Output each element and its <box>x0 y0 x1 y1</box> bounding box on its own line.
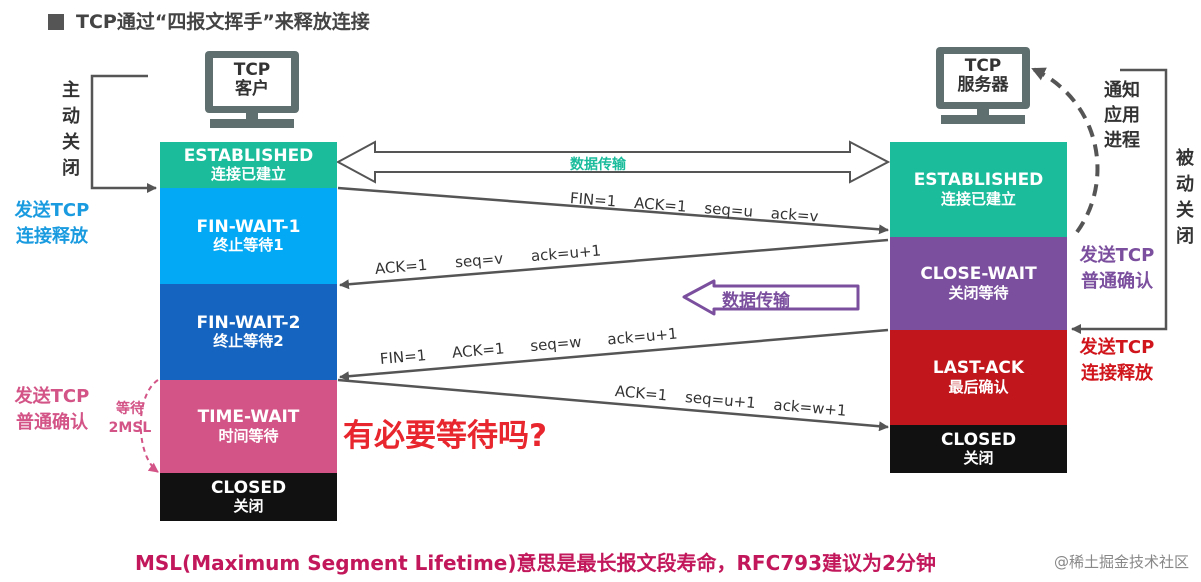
footer-note: MSL(Maximum Segment Lifetime)意思是最长报文段寿命，… <box>135 551 936 575</box>
passive-close-label: 被 动 关 闭 <box>1176 148 1194 248</box>
data-transfer-double-arrow <box>335 140 891 184</box>
notify-app-arrow <box>1031 67 1100 234</box>
client-state-established: ESTABLISHED 连接已建立 <box>160 142 337 188</box>
server-monitor-icon <box>936 47 1030 124</box>
fin2-arrow <box>339 328 889 382</box>
fin1-arrow <box>337 186 889 235</box>
server-state-closed: CLOSED 关闭 <box>890 425 1067 473</box>
active-close-label: 主 动 关 闭 <box>62 80 80 180</box>
server-send-ack-note: 发送TCP 普通确认 <box>1079 245 1155 293</box>
client-monitor-icon <box>205 51 299 128</box>
server-state-established: ESTABLISHED 连接已建立 <box>890 142 1067 237</box>
client-state-closed: CLOSED 关闭 <box>160 473 337 521</box>
server-send-fin-note: 发送TCP 连接释放 <box>1079 337 1155 385</box>
server-label: TCP 服务器 <box>957 56 1009 95</box>
wait-2msl-note: 等待 2MSL <box>108 401 152 436</box>
ack2-arrow <box>337 378 889 432</box>
server-state-close-wait: CLOSE-WAIT 关闭等待 <box>890 237 1067 330</box>
active-close-bracket <box>90 74 157 193</box>
client-state-fin-wait-2: FIN-WAIT-2 终止等待2 <box>160 284 337 380</box>
ack1-arrow <box>339 238 889 290</box>
data-transfer-label: 数据传输 <box>570 157 626 173</box>
client-state-time-wait: TIME-WAIT 时间等待 <box>160 380 337 473</box>
server-data-arrow <box>682 279 860 316</box>
client-send-ack-note: 发送TCP 普通确认 <box>14 386 90 434</box>
question-text: 有必要等待吗? <box>343 418 547 454</box>
page-title: TCP通过“四报文挥手”来释放连接 <box>48 7 370 34</box>
client-label: TCP 客户 <box>233 60 271 99</box>
client-send-fin-note: 发送TCP 连接释放 <box>14 200 90 248</box>
client-state-fin-wait-1: FIN-WAIT-1 终止等待1 <box>160 188 337 284</box>
passive-close-bracket <box>1071 68 1168 334</box>
wait-2msl-curve <box>139 379 159 473</box>
server-state-last-ack: LAST-ACK 最后确认 <box>890 330 1067 425</box>
title-square-icon <box>48 14 64 30</box>
watermark: @稀土掘金技术社区 <box>1053 553 1189 571</box>
notify-app-label: 通知 应用 进程 <box>1104 80 1140 152</box>
server-data-label: 数据传输 <box>722 291 790 311</box>
